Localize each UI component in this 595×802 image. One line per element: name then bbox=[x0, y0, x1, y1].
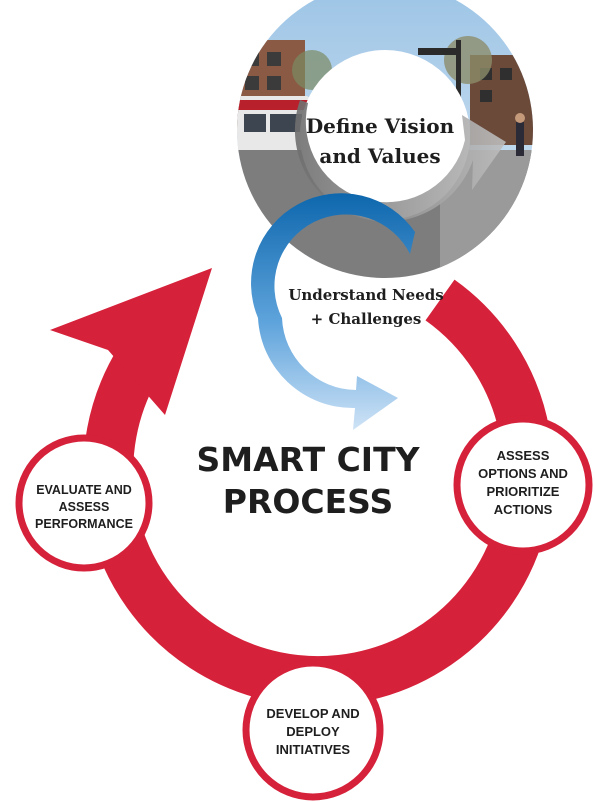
evaluate-assess-circle bbox=[15, 434, 153, 572]
develop-deploy-label: DEVELOP AND DEPLOY INITIATIVES bbox=[266, 706, 359, 757]
evaluate-line1: EVALUATE AND bbox=[36, 483, 132, 497]
evaluate-line3: PERFORMANCE bbox=[35, 517, 133, 531]
develop-line2: DEPLOY bbox=[286, 724, 340, 739]
develop-deploy-circle bbox=[242, 659, 384, 801]
top-step-line1: Define Vision bbox=[306, 114, 455, 138]
gray-circular-arrow bbox=[294, 100, 506, 222]
top-step-line2: and Values bbox=[319, 144, 440, 168]
cycle-arrow-head bbox=[50, 268, 212, 415]
inner-step-line1: Understand Needs bbox=[288, 286, 443, 304]
evaluate-line2: ASSESS bbox=[59, 500, 110, 514]
inner-step-label: Understand Needs + Challenges bbox=[288, 286, 443, 328]
assess-options-circle bbox=[453, 415, 593, 555]
inner-step-line2: + Challenges bbox=[311, 310, 422, 328]
develop-line3: INITIATIVES bbox=[276, 742, 350, 757]
assess-line4: ACTIONS bbox=[494, 502, 553, 517]
top-step-label: Define Vision and Values bbox=[306, 114, 455, 168]
title-line2: PROCESS bbox=[223, 482, 393, 521]
title-line1: SMART CITY bbox=[197, 440, 421, 479]
assess-options-label: ASSESS OPTIONS AND PRIORITIZE ACTIONS bbox=[478, 448, 568, 517]
develop-line1: DEVELOP AND bbox=[266, 706, 359, 721]
assess-line1: ASSESS bbox=[497, 448, 550, 463]
diagram-title: SMART CITY PROCESS bbox=[197, 440, 421, 521]
vision-circle-center bbox=[300, 50, 470, 220]
assess-line2: OPTIONS AND bbox=[478, 466, 568, 481]
blue-circular-arrow bbox=[251, 193, 415, 430]
assess-line3: PRIORITIZE bbox=[487, 484, 560, 499]
evaluate-assess-label: EVALUATE AND ASSESS PERFORMANCE bbox=[35, 483, 133, 531]
